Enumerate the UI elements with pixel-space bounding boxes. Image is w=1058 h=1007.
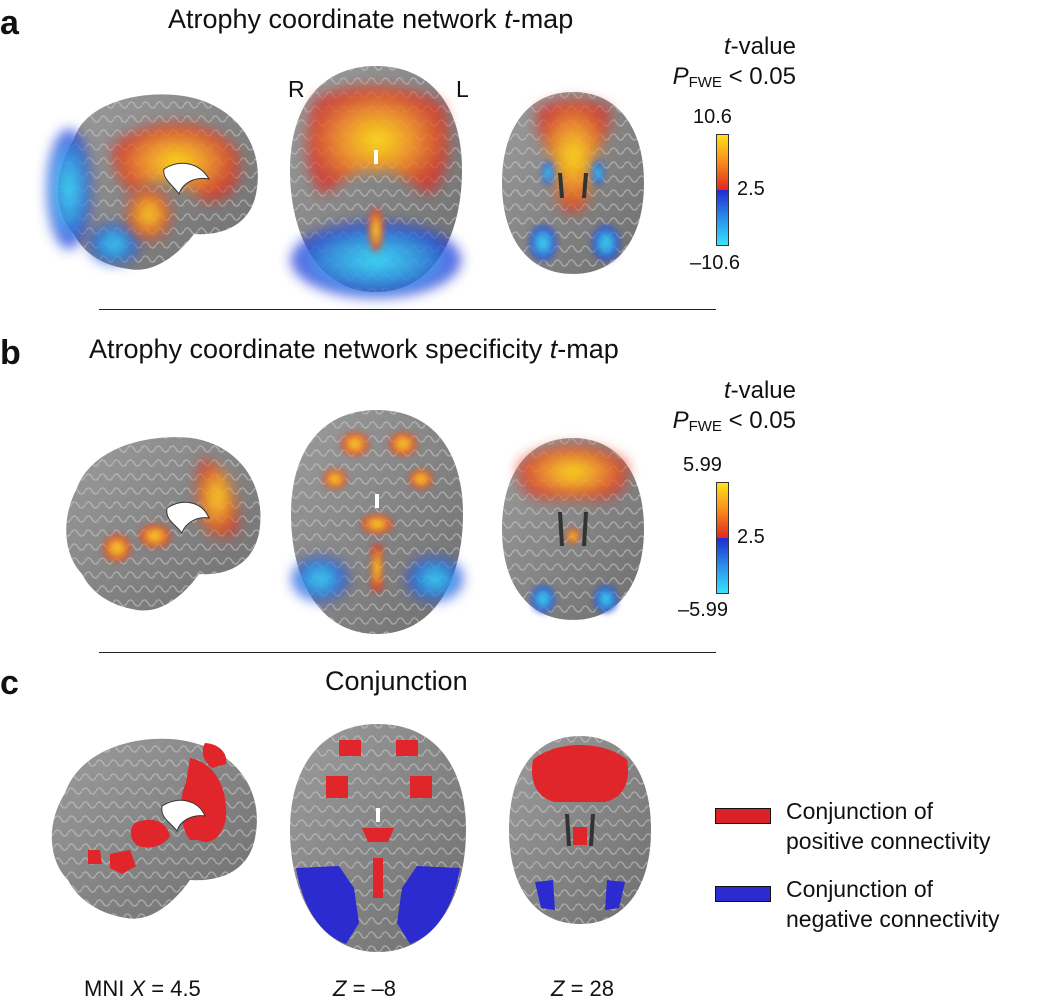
legend-negative-line1: Conjunction of: [786, 876, 934, 902]
panel-b-axial-z28-brain: [502, 438, 644, 620]
panel-b-colorbar-var-label: t-value: [673, 376, 796, 406]
panel-b-title-text: Atrophy coordinate network specificity: [89, 334, 550, 364]
panel-a-colorbar-min: –10.6: [690, 252, 741, 274]
legend-positive-line2: positive connectivity: [786, 828, 991, 854]
panel-c-title-text: Conjunction: [325, 666, 468, 696]
panel-b-colorbar: [716, 482, 729, 594]
coord-sagittal-prefix: MNI: [84, 976, 131, 1001]
panel-a-title-italic: t: [504, 4, 512, 34]
coord-sagittal-label: MNI X = 4.5: [84, 976, 201, 1002]
panel-a-axial-z28-brain: [502, 92, 644, 274]
panel-b-colorbar-mid: 2.5: [737, 526, 765, 548]
panel-b-colorbar-min: –5.99: [678, 599, 729, 621]
coord-axial2-label: Z = 28: [551, 976, 614, 1002]
panel-b-colorbar-max: 5.99: [683, 454, 722, 476]
panel-c-sagittal-brain: [51, 738, 257, 919]
panel-c-title: Conjunction: [325, 666, 468, 697]
orientation-right-label: R: [288, 76, 305, 102]
coord-axial2-var: Z: [551, 976, 565, 1001]
panel-b-title-italic: t: [549, 334, 558, 364]
orientation-left-label: L: [456, 76, 469, 102]
divider-a-b: [99, 309, 716, 310]
coord-sagittal-var: X: [130, 976, 146, 1001]
panel-b-colorbar-threshold: PFWE < 0.05: [673, 406, 796, 442]
panel-a-colorbar-header: t-value PFWE < 0.05: [673, 32, 796, 98]
coord-axial1-label: Z = –8: [333, 976, 396, 1002]
coord-axial1-var: Z: [333, 976, 347, 1001]
panel-b-colorbar-suffix: -value: [730, 377, 796, 404]
panel-a-colorbar-threshold: PFWE < 0.05: [673, 62, 796, 98]
panel-c-axial-z-minus8-brain: [290, 724, 466, 952]
legend-negative-label: Conjunction of negative connectivity: [786, 874, 1000, 934]
panel-b-colorbar-p-sub: FWE: [688, 418, 722, 435]
panel-b-colorbar-header: t-value PFWE < 0.05: [673, 376, 796, 442]
panel-b-letter: b: [0, 334, 21, 372]
legend-positive-swatch: [715, 808, 771, 824]
panel-b-axial-z-minus8-brain: [291, 410, 463, 634]
panel-a-title-text: Atrophy coordinate network: [168, 4, 505, 34]
panel-b-title-suffix: -map: [557, 334, 619, 364]
panel-a-sagittal-brain: [47, 94, 258, 270]
panel-a-colorbar-mid: 2.5: [737, 178, 765, 200]
coord-axial1-value: = –8: [346, 976, 396, 1001]
panel-a-colorbar-suffix: -value: [730, 33, 796, 60]
coord-axial2-value: = 28: [564, 976, 614, 1001]
divider-b-c: [99, 652, 716, 653]
legend-negative-swatch: [715, 886, 771, 902]
panel-b-colorbar-p-rest: < 0.05: [721, 407, 796, 434]
legend-positive-line1: Conjunction of: [786, 798, 934, 824]
panel-a-colorbar-var-label: t-value: [673, 32, 796, 62]
coord-sagittal-value: = 4.5: [145, 976, 201, 1001]
panel-a-letter: a: [0, 4, 19, 42]
panel-c-axial-z28-brain: [509, 736, 651, 924]
panel-a-colorbar: [716, 134, 729, 246]
panel-b-colorbar-var: t: [723, 377, 731, 404]
legend-positive-label: Conjunction of positive connectivity: [786, 796, 991, 856]
panel-b-sagittal-brain: [66, 437, 261, 611]
panel-b-colorbar-p: P: [672, 407, 689, 434]
panel-a-colorbar-p: P: [672, 63, 689, 90]
panel-a-title-suffix: -map: [511, 4, 574, 34]
panel-a-axial-z-minus8-brain: [290, 66, 462, 298]
panel-a-colorbar-var: t: [723, 33, 731, 60]
panel-c-letter: c: [0, 664, 19, 702]
panel-a-colorbar-max: 10.6: [693, 106, 732, 128]
panel-b-title: Atrophy coordinate network specificity t…: [89, 334, 619, 365]
panel-a-title: Atrophy coordinate network t-map: [168, 4, 573, 35]
panel-a-colorbar-p-rest: < 0.05: [721, 63, 796, 90]
panel-a-colorbar-p-sub: FWE: [688, 74, 722, 91]
legend-negative-line2: negative connectivity: [786, 906, 1000, 932]
